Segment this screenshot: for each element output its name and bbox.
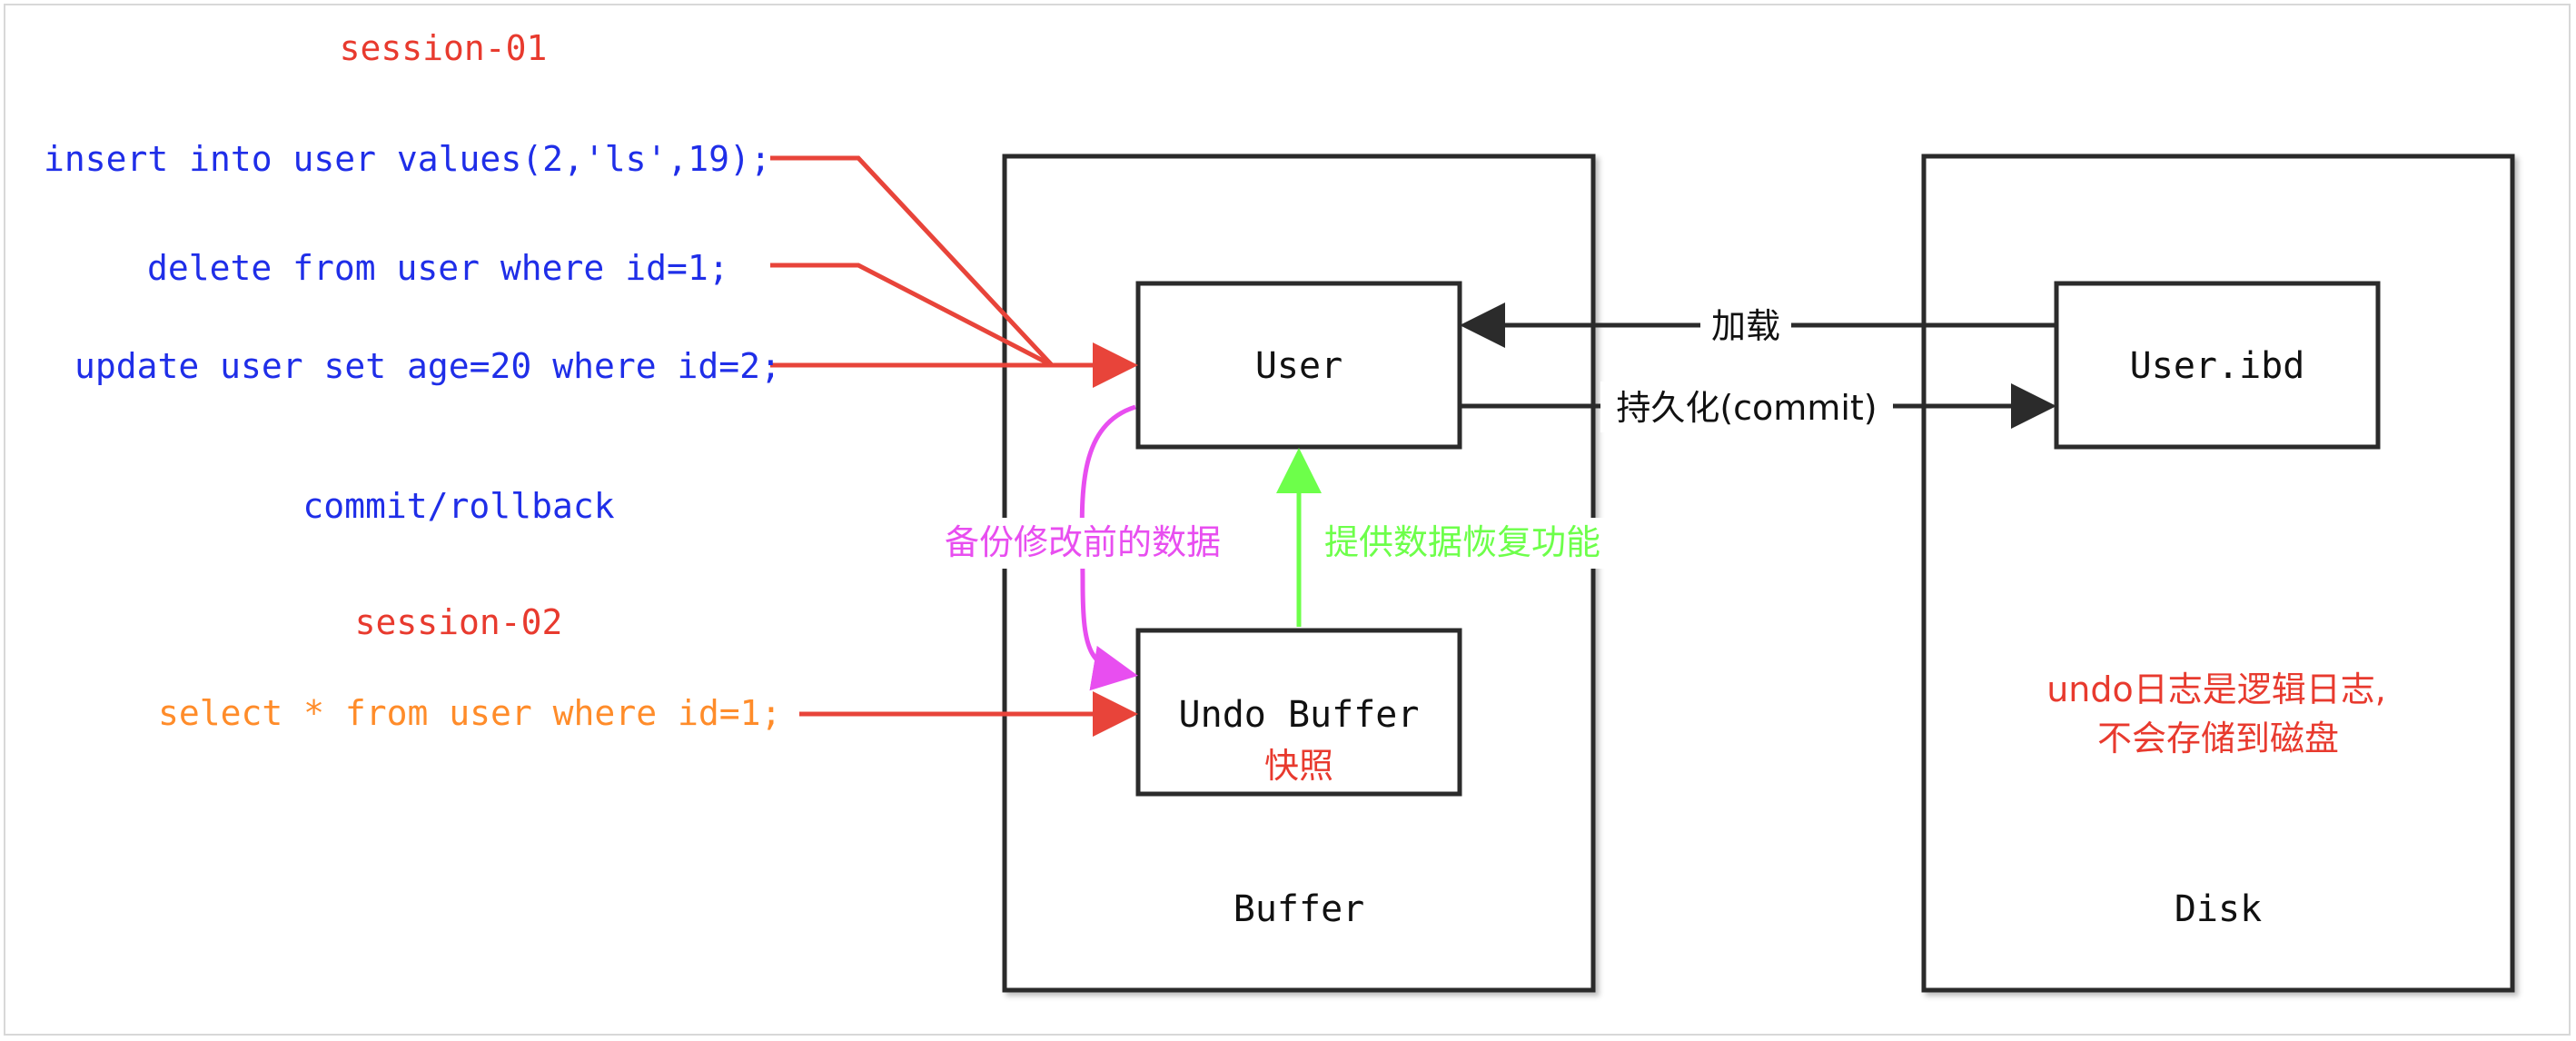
insert-arrow [770,155,1054,367]
snapshot-label: 快照 [1264,746,1333,786]
undo-note-line2: 不会存储到磁盘 [2097,719,2339,758]
backup-label: 备份修改前的数据 [945,522,1221,562]
session-02-label: session-02 [355,602,563,642]
persist-label: 持久化(commit) [1616,388,1877,428]
delete-statement: delete from user where id=1; [147,248,729,288]
session-01-label: session-01 [340,28,548,68]
user-box-label: User [1255,345,1342,387]
delete-arrow [770,263,1054,368]
restore-label: 提供数据恢复功能 [1324,522,1600,562]
user-box [1135,281,1462,450]
undo-buffer-label: Undo Buffer [1179,694,1420,736]
disk-label: Disk [2175,888,2262,930]
load-label: 加载 [1711,306,1780,346]
update-statement: update user set age=20 where id=2; [74,346,781,386]
undo-buffer-box [1135,628,1462,797]
undo-note-line1: undo日志是逻辑日志, [2046,669,2386,709]
buffer-label: Buffer [1234,888,1365,930]
insert-statement: insert into user values(2,'ls',19); [44,139,771,179]
user-ibd-label: User.ibd [2130,345,2305,387]
commit-rollback-label: commit/rollback [302,486,614,526]
user-ibd-box [2054,281,2381,450]
backup-arrow [1079,404,1138,691]
select-statement: select * from user where id=1; [158,693,781,733]
